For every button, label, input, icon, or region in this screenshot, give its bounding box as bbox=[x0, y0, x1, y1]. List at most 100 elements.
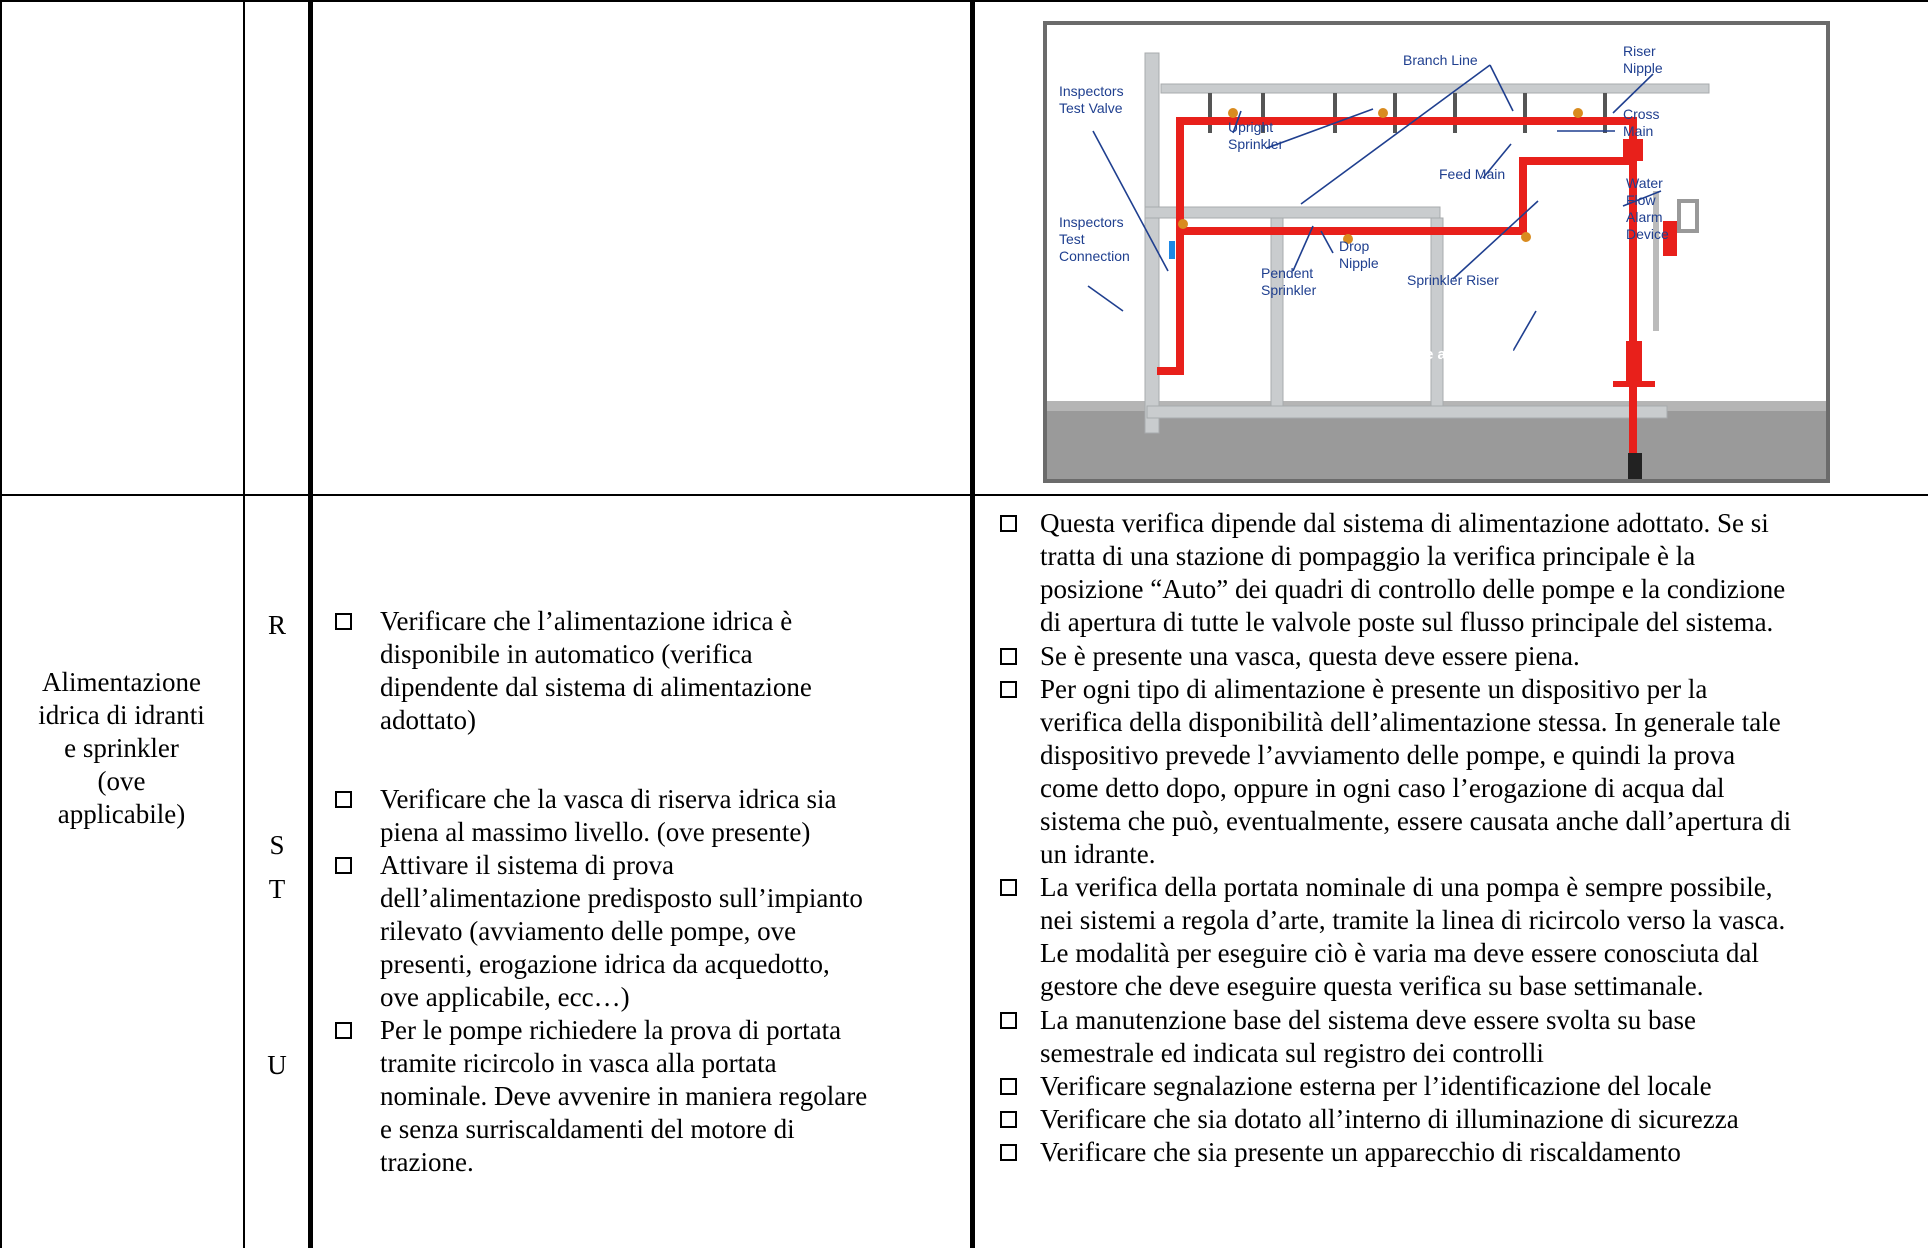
note-line: posizione “Auto” dei quadri di controllo… bbox=[1040, 574, 1786, 604]
note-line: nei sistemi a regola d’arte, tramite la … bbox=[1040, 905, 1786, 935]
row-divider bbox=[0, 494, 1928, 496]
label-riser-line2: Nipple bbox=[1623, 60, 1663, 76]
checklist-line: trazione. bbox=[380, 1147, 474, 1177]
checkbox[interactable] bbox=[1000, 1111, 1017, 1128]
test-valve-marker bbox=[1169, 241, 1175, 259]
checkbox[interactable] bbox=[335, 613, 352, 630]
note-line: verifica della disponibilità dell’alimen… bbox=[1040, 707, 1781, 737]
note-line: sistema che può, eventualmente, essere c… bbox=[1040, 806, 1792, 836]
row-label-line: e sprinkler bbox=[64, 733, 179, 763]
label-test-valve-line1: Inspectors bbox=[1059, 83, 1124, 99]
label-sprinkler-riser: Sprinkler Riser bbox=[1407, 272, 1499, 288]
note-line: un idrante. bbox=[1040, 839, 1156, 869]
checklist-line: adottato) bbox=[380, 705, 476, 735]
water-flow-alarm-device bbox=[1653, 191, 1699, 331]
label-flange-spigot: Flange and Spigot bbox=[1385, 346, 1515, 363]
checklist-line: tramite ricircolo in vasca alla portata bbox=[380, 1048, 777, 1078]
ground bbox=[1047, 407, 1826, 479]
note-line: Per ogni tipo di alimentazione è present… bbox=[1040, 674, 1708, 704]
checklist-line: ove applicabile, ecc…) bbox=[380, 982, 630, 1012]
row-label-line: idrica di idranti bbox=[38, 700, 205, 730]
note-line: gestore che deve eseguire questa verific… bbox=[1040, 971, 1704, 1001]
label-riser-line1: Riser bbox=[1623, 43, 1656, 59]
sprinkler-system-diagram: Branch Line Riser Nipple Inspectors Test… bbox=[1043, 21, 1830, 483]
checklist-line: dipendente dal sistema di alimentazione bbox=[380, 672, 812, 702]
frequency-letter-s: S bbox=[269, 830, 285, 860]
row-label-line: (ove bbox=[97, 766, 146, 796]
column-divider-2 bbox=[308, 0, 313, 1248]
note-line: Le modalità per eseguire ciò è varia ma … bbox=[1040, 938, 1759, 968]
checklist-line: Verificare che la vasca di riserva idric… bbox=[380, 784, 837, 814]
checklist-item: Per le pompe richiedere la prova di port… bbox=[335, 1014, 965, 1179]
label-drop-line1: Drop bbox=[1339, 238, 1370, 254]
note-line: Verificare che sia dotato all’interno di… bbox=[1040, 1104, 1739, 1134]
note-item: Per ogni tipo di alimentazione è present… bbox=[1000, 673, 1928, 871]
label-cross-line1: Cross bbox=[1623, 106, 1660, 122]
label-test-connection-line2: Test bbox=[1059, 231, 1085, 247]
row-label-line: applicabile) bbox=[57, 799, 186, 829]
note-item: Se è presente una vasca, questa deve ess… bbox=[1000, 640, 1928, 673]
checkbox[interactable] bbox=[1000, 1144, 1017, 1161]
column-divider-3 bbox=[970, 0, 975, 1248]
frequency-letter-r: R bbox=[267, 610, 286, 640]
note-item: Questa verifica dipende dal sistema di a… bbox=[1000, 507, 1928, 639]
note-line: Se è presente una vasca, questa deve ess… bbox=[1040, 641, 1580, 671]
column-divider-1 bbox=[243, 0, 245, 1248]
checkbox[interactable] bbox=[1000, 879, 1017, 896]
label-test-valve-line2: Test Valve bbox=[1059, 100, 1123, 116]
note-item: La manutenzione base del sistema deve es… bbox=[1000, 1004, 1928, 1070]
label-water-flow-line3: Alarm bbox=[1626, 209, 1663, 225]
note-line: dispositivo prevede l’avviamento delle p… bbox=[1040, 740, 1736, 770]
label-upright-line2: Sprinkler bbox=[1228, 136, 1284, 152]
checklist-line: rilevato (avviamento delle pompe, ove bbox=[380, 916, 797, 946]
checklist-line: piena al massimo livello. (ove presente) bbox=[380, 817, 811, 847]
checklist-line: Per le pompe richiedere la prova di port… bbox=[380, 1015, 842, 1045]
note-line: tratta di una stazione di pompaggio la v… bbox=[1040, 541, 1696, 571]
checkbox[interactable] bbox=[1000, 648, 1017, 665]
note-line: La verifica della portata nominale di un… bbox=[1040, 872, 1773, 902]
note-line: semestrale ed indicata sul registro dei … bbox=[1040, 1038, 1544, 1068]
note-line: Verificare che sia presente un apparecch… bbox=[1040, 1137, 1681, 1167]
checklist-item: Verificare che la vasca di riserva idric… bbox=[335, 783, 965, 849]
checklist-line: Verificare che l’alimentazione idrica è bbox=[380, 606, 793, 636]
row-label: Alimentazione idrica di idranti e sprink… bbox=[0, 666, 243, 831]
label-drop-line2: Nipple bbox=[1339, 255, 1379, 271]
note-line: La manutenzione base del sistema deve es… bbox=[1040, 1005, 1697, 1035]
checklist-line: dell’alimentazione predisposto sull’impi… bbox=[380, 883, 863, 913]
callout-lines bbox=[1087, 64, 1662, 352]
checkbox[interactable] bbox=[335, 1022, 352, 1039]
label-branch-line: Branch Line bbox=[1403, 52, 1478, 68]
checklist-line: presenti, erogazione idrica da acquedott… bbox=[380, 949, 830, 979]
checklist-line: e senza surriscaldamenti del motore di bbox=[380, 1114, 795, 1144]
checkbox[interactable] bbox=[1000, 1078, 1017, 1095]
label-pendent-line2: Sprinkler bbox=[1261, 282, 1317, 298]
label-upright-line1: Upright bbox=[1228, 119, 1273, 135]
note-item: Verificare che sia dotato all’interno di… bbox=[1000, 1103, 1928, 1136]
checkbox[interactable] bbox=[335, 857, 352, 874]
checkbox[interactable] bbox=[1000, 515, 1017, 532]
label-pendent-line1: Pendent bbox=[1261, 265, 1313, 281]
frequency-letter-u: U bbox=[267, 1050, 287, 1080]
note-line: Verificare segnalazione esterna per l’id… bbox=[1040, 1071, 1712, 1101]
checklist-item: Verificare che l’alimentazione idrica è … bbox=[335, 605, 965, 737]
building-frame bbox=[1144, 52, 1710, 434]
note-item: Verificare che sia presente un apparecch… bbox=[1000, 1136, 1928, 1169]
checkbox[interactable] bbox=[335, 791, 352, 808]
label-cross-line2: Main bbox=[1623, 123, 1653, 139]
riser-base bbox=[1628, 453, 1642, 479]
row-label-line: Alimentazione bbox=[42, 667, 201, 697]
label-test-connection-line3: Connection bbox=[1059, 248, 1130, 264]
note-line: come detto dopo, oppure in ogni caso l’e… bbox=[1040, 773, 1725, 803]
label-water-flow-line4: Device bbox=[1626, 226, 1669, 242]
checkbox[interactable] bbox=[1000, 681, 1017, 698]
branch-hangers bbox=[1208, 93, 1607, 133]
checklist-line: disponibile in automatico (verifica bbox=[380, 639, 753, 669]
checkbox[interactable] bbox=[1000, 1012, 1017, 1029]
table-left-border bbox=[0, 0, 2, 1248]
label-feed-main: Feed Main bbox=[1439, 166, 1505, 182]
note-line: di apertura di tutte le valvole poste su… bbox=[1040, 607, 1774, 637]
label-water-flow-line2: Flow bbox=[1626, 192, 1656, 208]
label-water-flow-line1: Water bbox=[1626, 175, 1663, 191]
checklist-line: Attivare il sistema di prova bbox=[380, 850, 674, 880]
fittings bbox=[1613, 139, 1655, 387]
